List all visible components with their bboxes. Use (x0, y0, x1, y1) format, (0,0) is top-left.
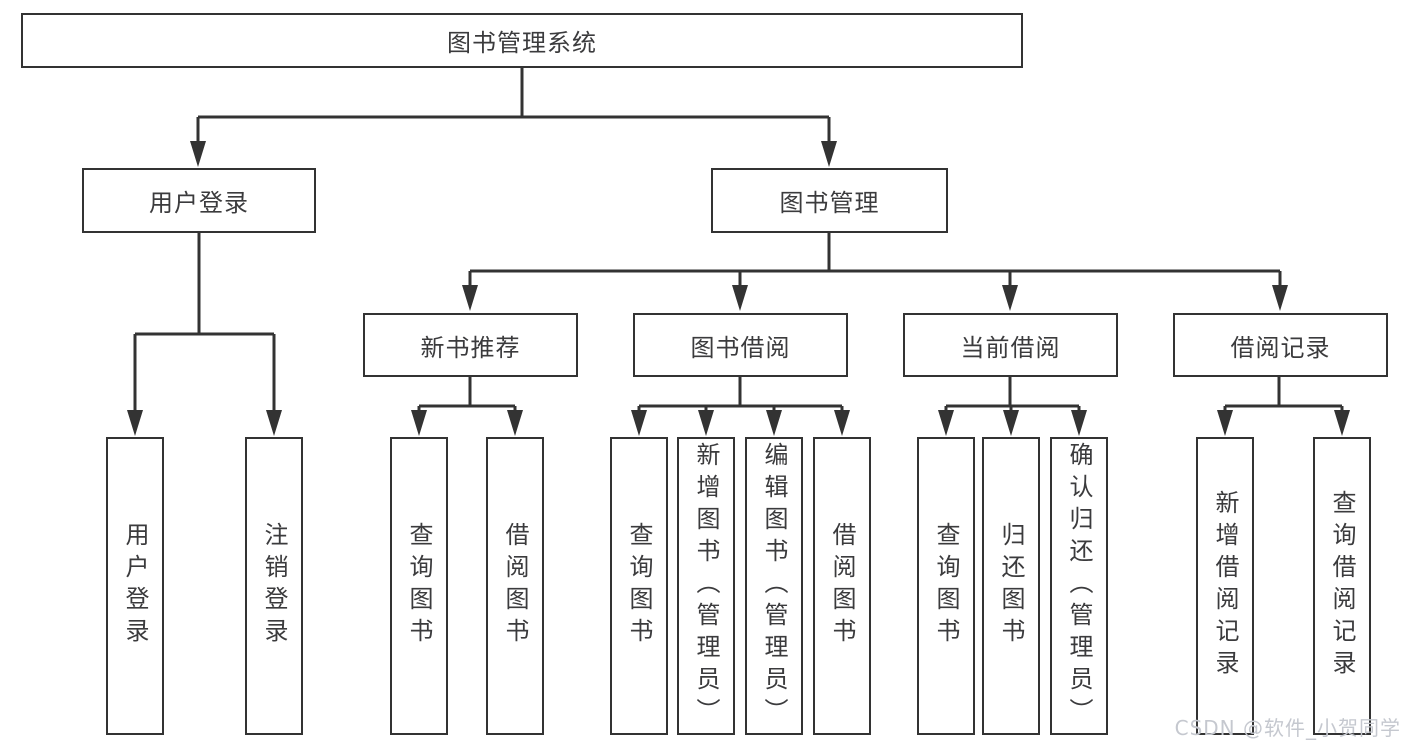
leaf-borrow-books: 借阅图书 (813, 437, 871, 735)
node-user-login: 用户登录 (82, 168, 316, 233)
leaf-query-books-current: 查询图书 (917, 437, 975, 735)
leaf-user-login: 用户登录 (106, 437, 164, 735)
csdn-watermark: CSDN @软件_小贺同学 (1174, 716, 1401, 740)
node-book-borrowing: 图书借阅 (633, 313, 848, 377)
node-new-book-recommend: 新书推荐 (363, 313, 578, 377)
node-book-management: 图书管理 (711, 168, 948, 233)
leaf-query-borrow-record: 查询借阅记录 (1313, 437, 1371, 735)
leaf-logout: 注销登录 (245, 437, 303, 735)
node-library-system: 图书管理系统 (21, 13, 1023, 68)
arrowhead-glyphs (127, 141, 1350, 436)
node-borrow-records: 借阅记录 (1173, 313, 1388, 377)
node-current-borrowing: 当前借阅 (903, 313, 1118, 377)
leaf-edit-books-admin: 编辑图书（管理员） (745, 437, 803, 735)
leaf-confirm-return-admin: 确认归还（管理员） (1050, 437, 1108, 735)
leaf-query-books-borrowing: 查询图书 (610, 437, 668, 735)
leaf-add-books-admin: 新增图书（管理员） (677, 437, 735, 735)
tree-connector-path (133, 68, 1344, 412)
leaf-borrow-books-recommend: 借阅图书 (486, 437, 544, 735)
leaf-add-borrow-record: 新增借阅记录 (1196, 437, 1254, 735)
leaf-query-books-recommend: 查询图书 (390, 437, 448, 735)
leaf-return-books: 归还图书 (982, 437, 1040, 735)
